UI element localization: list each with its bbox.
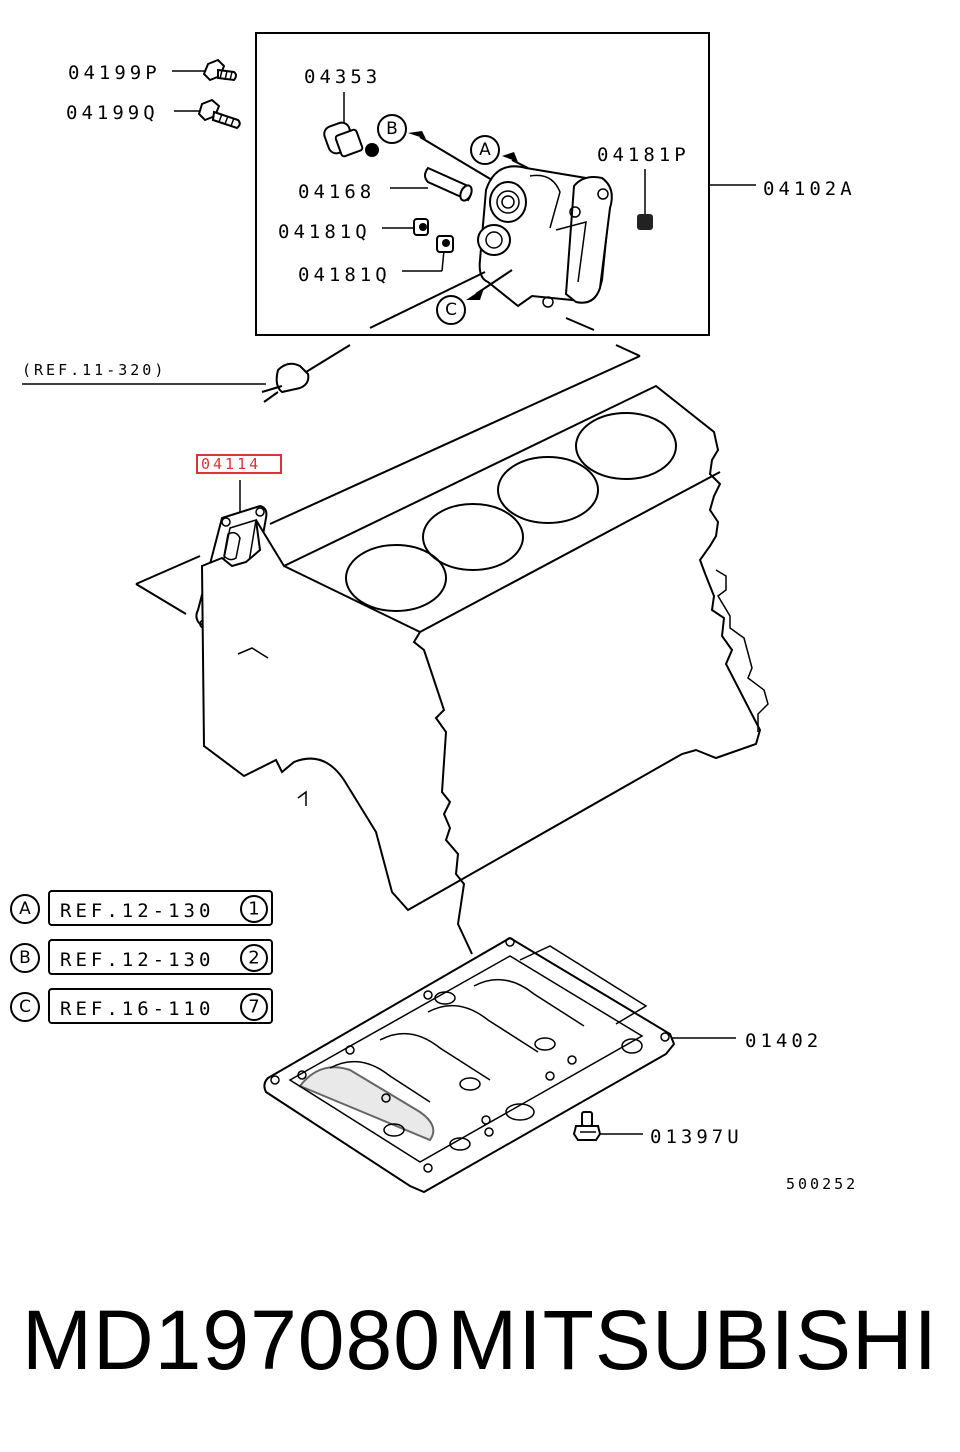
footer-caption: MD197080 MITSUBISHI — [0, 1285, 960, 1395]
reference-C[interactable]: C REF.16-110 7 — [10, 988, 273, 1024]
svg-text:B: B — [386, 119, 398, 139]
label-04199Q[interactable]: 04199Q — [66, 102, 159, 124]
svg-text:REF.16-110: REF.16-110 — [60, 998, 214, 1020]
highlight-box-04114 — [196, 454, 282, 474]
label-04114[interactable]: 04114 — [201, 455, 261, 473]
plug-04181P — [637, 214, 653, 230]
label-04168[interactable]: 04168 — [298, 181, 375, 203]
ref-11-320[interactable]: (REF.11-320) — [22, 361, 166, 379]
bolt-04199Q — [197, 98, 241, 130]
svg-text:7: 7 — [248, 997, 259, 1018]
label-04353[interactable]: 04353 — [304, 66, 381, 88]
svg-text:C: C — [445, 300, 457, 320]
label-01402[interactable]: 01402 — [745, 1030, 822, 1052]
svg-text:A: A — [479, 140, 491, 160]
callout-C: C — [436, 269, 513, 325]
oil-filter-bracket-04102A — [477, 165, 613, 308]
callout-A: A — [470, 135, 529, 169]
bolt-04199P — [202, 58, 237, 82]
part-number: MD197080 — [22, 1292, 441, 1387]
label-04181P[interactable]: 04181P — [597, 144, 690, 166]
svg-text:1: 1 — [248, 899, 259, 920]
svg-text:REF.12-130: REF.12-130 — [60, 949, 214, 971]
label-04181Q-a[interactable]: 04181Q — [278, 221, 371, 243]
cylinder-block — [200, 384, 769, 955]
svg-text:REF.12-130: REF.12-130 — [60, 900, 214, 922]
svg-text:C: C — [19, 997, 31, 1017]
diagram-code: 500252 — [786, 1175, 858, 1193]
callout-B: B — [377, 114, 493, 181]
label-01397U[interactable]: 01397U — [650, 1126, 743, 1148]
label-04102A[interactable]: 04102A — [763, 178, 856, 200]
svg-text:A: A — [19, 899, 31, 919]
sensor-ref-11-320 — [261, 344, 351, 403]
oil-pressure-switch-04353 — [323, 121, 379, 158]
label-04181Q-b[interactable]: 04181Q — [298, 264, 391, 286]
brand-name: MITSUBISHI — [447, 1292, 938, 1387]
plug-04181Q-a — [413, 218, 429, 236]
pipe-04168 — [424, 166, 473, 202]
label-04199P[interactable]: 04199P — [68, 62, 161, 84]
oil-filter-bracket-group — [255, 32, 710, 336]
svg-text:2: 2 — [248, 948, 259, 969]
reference-legend: A REF.12-130 1 B REF.12-130 2 C REF.16-1… — [10, 890, 273, 1024]
bearing-cap-ladder-01402 — [263, 936, 676, 1194]
svg-text:B: B — [19, 948, 31, 968]
plug-04181Q-b — [436, 235, 454, 253]
reference-B[interactable]: B REF.12-130 2 — [10, 939, 273, 975]
bolt-01397U — [572, 1111, 602, 1141]
reference-A[interactable]: A REF.12-130 1 — [10, 890, 273, 926]
